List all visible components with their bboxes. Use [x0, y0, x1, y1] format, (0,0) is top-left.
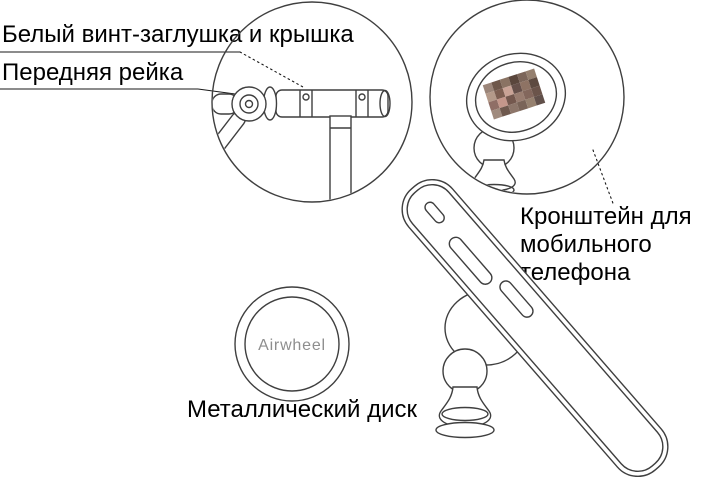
phone-mount-assembly [401, 178, 669, 478]
label-bracket-line2: мобильного [520, 231, 652, 258]
mount-base-foot [435, 421, 495, 439]
handlebar-tube [275, 89, 389, 118]
brand-text: Airwheel [258, 337, 326, 354]
handlebar-detail-view [211, 1, 413, 203]
phone-button-pill-1 [448, 236, 493, 285]
handlebar-illustration [213, 86, 391, 201]
label-front-rail: Передняя рейка [2, 59, 184, 86]
mount-base-rim [441, 406, 489, 422]
label-metal-disk: Металлический диск [187, 396, 418, 423]
phone-body [401, 178, 669, 478]
label-bracket-line1: Кронштейн для [520, 203, 692, 230]
white-plug-inner-ring [239, 94, 259, 114]
white-plug-dotted-connector [239, 51, 304, 88]
bracket-detail-circle [429, 0, 625, 195]
handlebar-end-cap [379, 89, 391, 118]
tube-screw-1 [302, 93, 310, 101]
pixelated-photo [482, 68, 546, 120]
steering-post [329, 115, 352, 201]
tube-screw-2 [358, 93, 366, 101]
metal-disk-inner [244, 296, 340, 392]
bracket-detail-view [429, 0, 625, 195]
handlebar-detail-circle [211, 1, 413, 203]
bracket-dotted-connector [592, 149, 615, 207]
phone-camera-pill [424, 201, 445, 224]
phone-inner-edge [406, 183, 664, 473]
label-white-plug: Белый винт-заглушка и крышка [2, 21, 354, 48]
phone-illustration [401, 178, 669, 478]
label-bracket-line3: телефона [520, 259, 631, 286]
metal-disk-outer [234, 286, 350, 402]
phone-button-pill-2 [499, 280, 534, 318]
white-plug-cover [231, 86, 267, 122]
white-plug-screw [244, 99, 254, 109]
metal-disk-illustration: Airwheel [234, 286, 350, 402]
bracket-illustration [465, 52, 567, 193]
